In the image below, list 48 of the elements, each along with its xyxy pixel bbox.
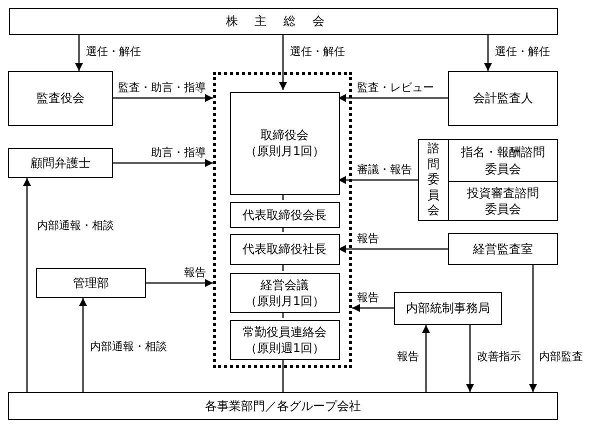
edge-label: 監査・レビュー — [356, 81, 435, 94]
dotted-group-frame — [213, 72, 352, 368]
edge-label: 審議・報告 — [356, 163, 413, 176]
edge-label: 選任・解任 — [494, 45, 551, 58]
arrow — [23, 178, 31, 392]
arrow — [466, 325, 474, 392]
edge-label: 監査・助言・指導 — [117, 81, 207, 94]
edge-label: 選任・解任 — [289, 45, 346, 58]
org-box: 監査役会 — [8, 71, 113, 126]
org-box: 管理部 — [36, 268, 146, 298]
edge-label: 内部通報・相談 — [89, 340, 168, 354]
org-box: 経営会議（原則月1回） — [230, 272, 340, 313]
arrow — [338, 94, 448, 102]
org-box: 内部統制事務局 — [394, 292, 502, 325]
meeting-box: 株主総会 — [9, 8, 558, 35]
org-box: 常勤役員連絡会（原則週1回） — [230, 320, 340, 360]
arrow — [75, 35, 83, 71]
edge-label: 報告 — [183, 266, 207, 280]
edge-label: 報告 — [356, 232, 380, 246]
arrow — [146, 279, 213, 287]
edge-label: 改善指示 — [476, 350, 522, 364]
edge-label: 報告 — [356, 291, 380, 304]
org-box: 代表取締役社長 — [230, 234, 340, 265]
org-box: 経営監査室 — [448, 233, 558, 265]
arrow — [79, 298, 87, 392]
org-box: 顧問弁護士 — [8, 148, 113, 178]
org-box: 指名・報酬諮問委員会 — [448, 139, 558, 182]
arrow — [338, 176, 418, 184]
org-box: 代表取締役会長 — [230, 202, 340, 228]
edge-label: 助言・指導 — [150, 146, 207, 160]
edge-label: 選任・解任 — [85, 45, 142, 58]
org-box: 投資審査諮問委員会 — [448, 181, 558, 221]
arrow — [352, 304, 394, 312]
arrow — [484, 35, 492, 71]
arrow — [113, 94, 213, 102]
edge-label: 内部監査 — [538, 350, 584, 364]
org-box: 各事業部門／各グループ会社 — [8, 392, 558, 420]
arrow — [422, 325, 430, 392]
connector-line — [282, 358, 284, 392]
arrow — [279, 35, 287, 90]
committee-label-box: 諮問委員会 — [418, 139, 449, 221]
org-box: 取締役会（原則月1回） — [230, 92, 340, 195]
edge-label: 報告 — [396, 350, 420, 364]
arrow — [529, 265, 537, 392]
org-box: 会計監査人 — [448, 71, 558, 126]
edge-label: 内部通報・相談 — [36, 219, 115, 232]
arrow — [113, 159, 213, 167]
arrow — [338, 245, 448, 253]
